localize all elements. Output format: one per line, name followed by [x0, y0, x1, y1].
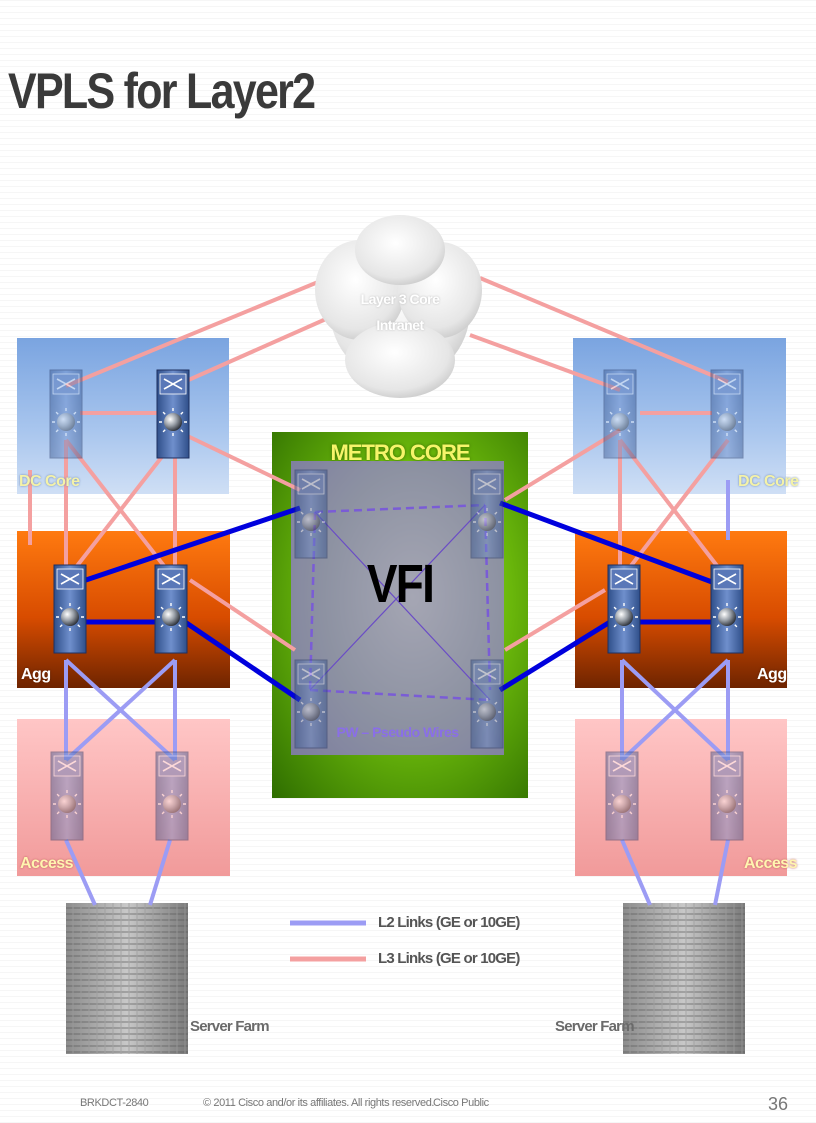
- slide-title: VPLS for Layer2: [8, 63, 316, 119]
- switch-icon: [294, 469, 328, 559]
- vfi-label: VFI: [366, 554, 435, 614]
- l2-links: [64, 480, 730, 906]
- right-server-farm: [623, 903, 745, 1054]
- strong-l2-links: [79, 500, 713, 703]
- left-agg-zone: [17, 531, 230, 688]
- legend-l2-text: L2 Links (GE or 10GE): [378, 914, 520, 931]
- right-agg-label: Agg: [757, 666, 787, 683]
- left-server-farm-label: Server Farm: [190, 1018, 270, 1035]
- switch-icon: [710, 564, 744, 654]
- pseudo-wires-label: PW – Pseudo Wires: [336, 724, 459, 740]
- switch-icon: [710, 369, 744, 459]
- cloud-label: Layer 3 Core Intranet: [330, 286, 470, 338]
- switch-icon: [155, 751, 189, 841]
- footer-session-id: BRKDCT-2840: [80, 1097, 149, 1109]
- switch-icon: [470, 659, 504, 749]
- metro-core-label: METRO CORE: [330, 440, 470, 465]
- footer-copyright: © 2011 Cisco and/or its affiliates. All …: [203, 1097, 435, 1109]
- switch-icon: [710, 751, 744, 841]
- switch-icon: [294, 659, 328, 749]
- left-agg-label: Agg: [21, 666, 51, 683]
- right-access-label: Access: [744, 855, 798, 872]
- right-server-farm-label: Server Farm: [555, 1018, 635, 1035]
- l3-links: [28, 273, 730, 652]
- switch-icon: [607, 564, 641, 654]
- left-dc-core-label: DC Core: [19, 473, 80, 490]
- layer3-core-cloud: [315, 215, 482, 398]
- legend-l3-text: L3 Links (GE or 10GE): [378, 950, 520, 967]
- server-rack-icon: [623, 903, 745, 1054]
- left-server-farm: [66, 903, 188, 1054]
- footer-classification: Cisco Public: [433, 1097, 489, 1109]
- vfi-diagonals: [309, 504, 491, 701]
- switch-icon: [470, 469, 504, 559]
- switch-icon: [603, 369, 637, 459]
- server-rack-icon: [66, 903, 188, 1054]
- switch-icon: [154, 564, 188, 654]
- switch-icon: [605, 751, 639, 841]
- switch-icon: [49, 369, 83, 459]
- switch-icon: [50, 751, 84, 841]
- page-number: 36: [767, 1094, 788, 1114]
- switch-icon: [156, 369, 190, 459]
- cloud-label-line2: Intranet: [376, 317, 424, 333]
- cloud-label-line1: Layer 3 Core: [360, 291, 440, 307]
- right-dc-core-label: DC Core: [738, 473, 799, 490]
- switch-icon: [53, 564, 87, 654]
- left-access-label: Access: [20, 855, 74, 872]
